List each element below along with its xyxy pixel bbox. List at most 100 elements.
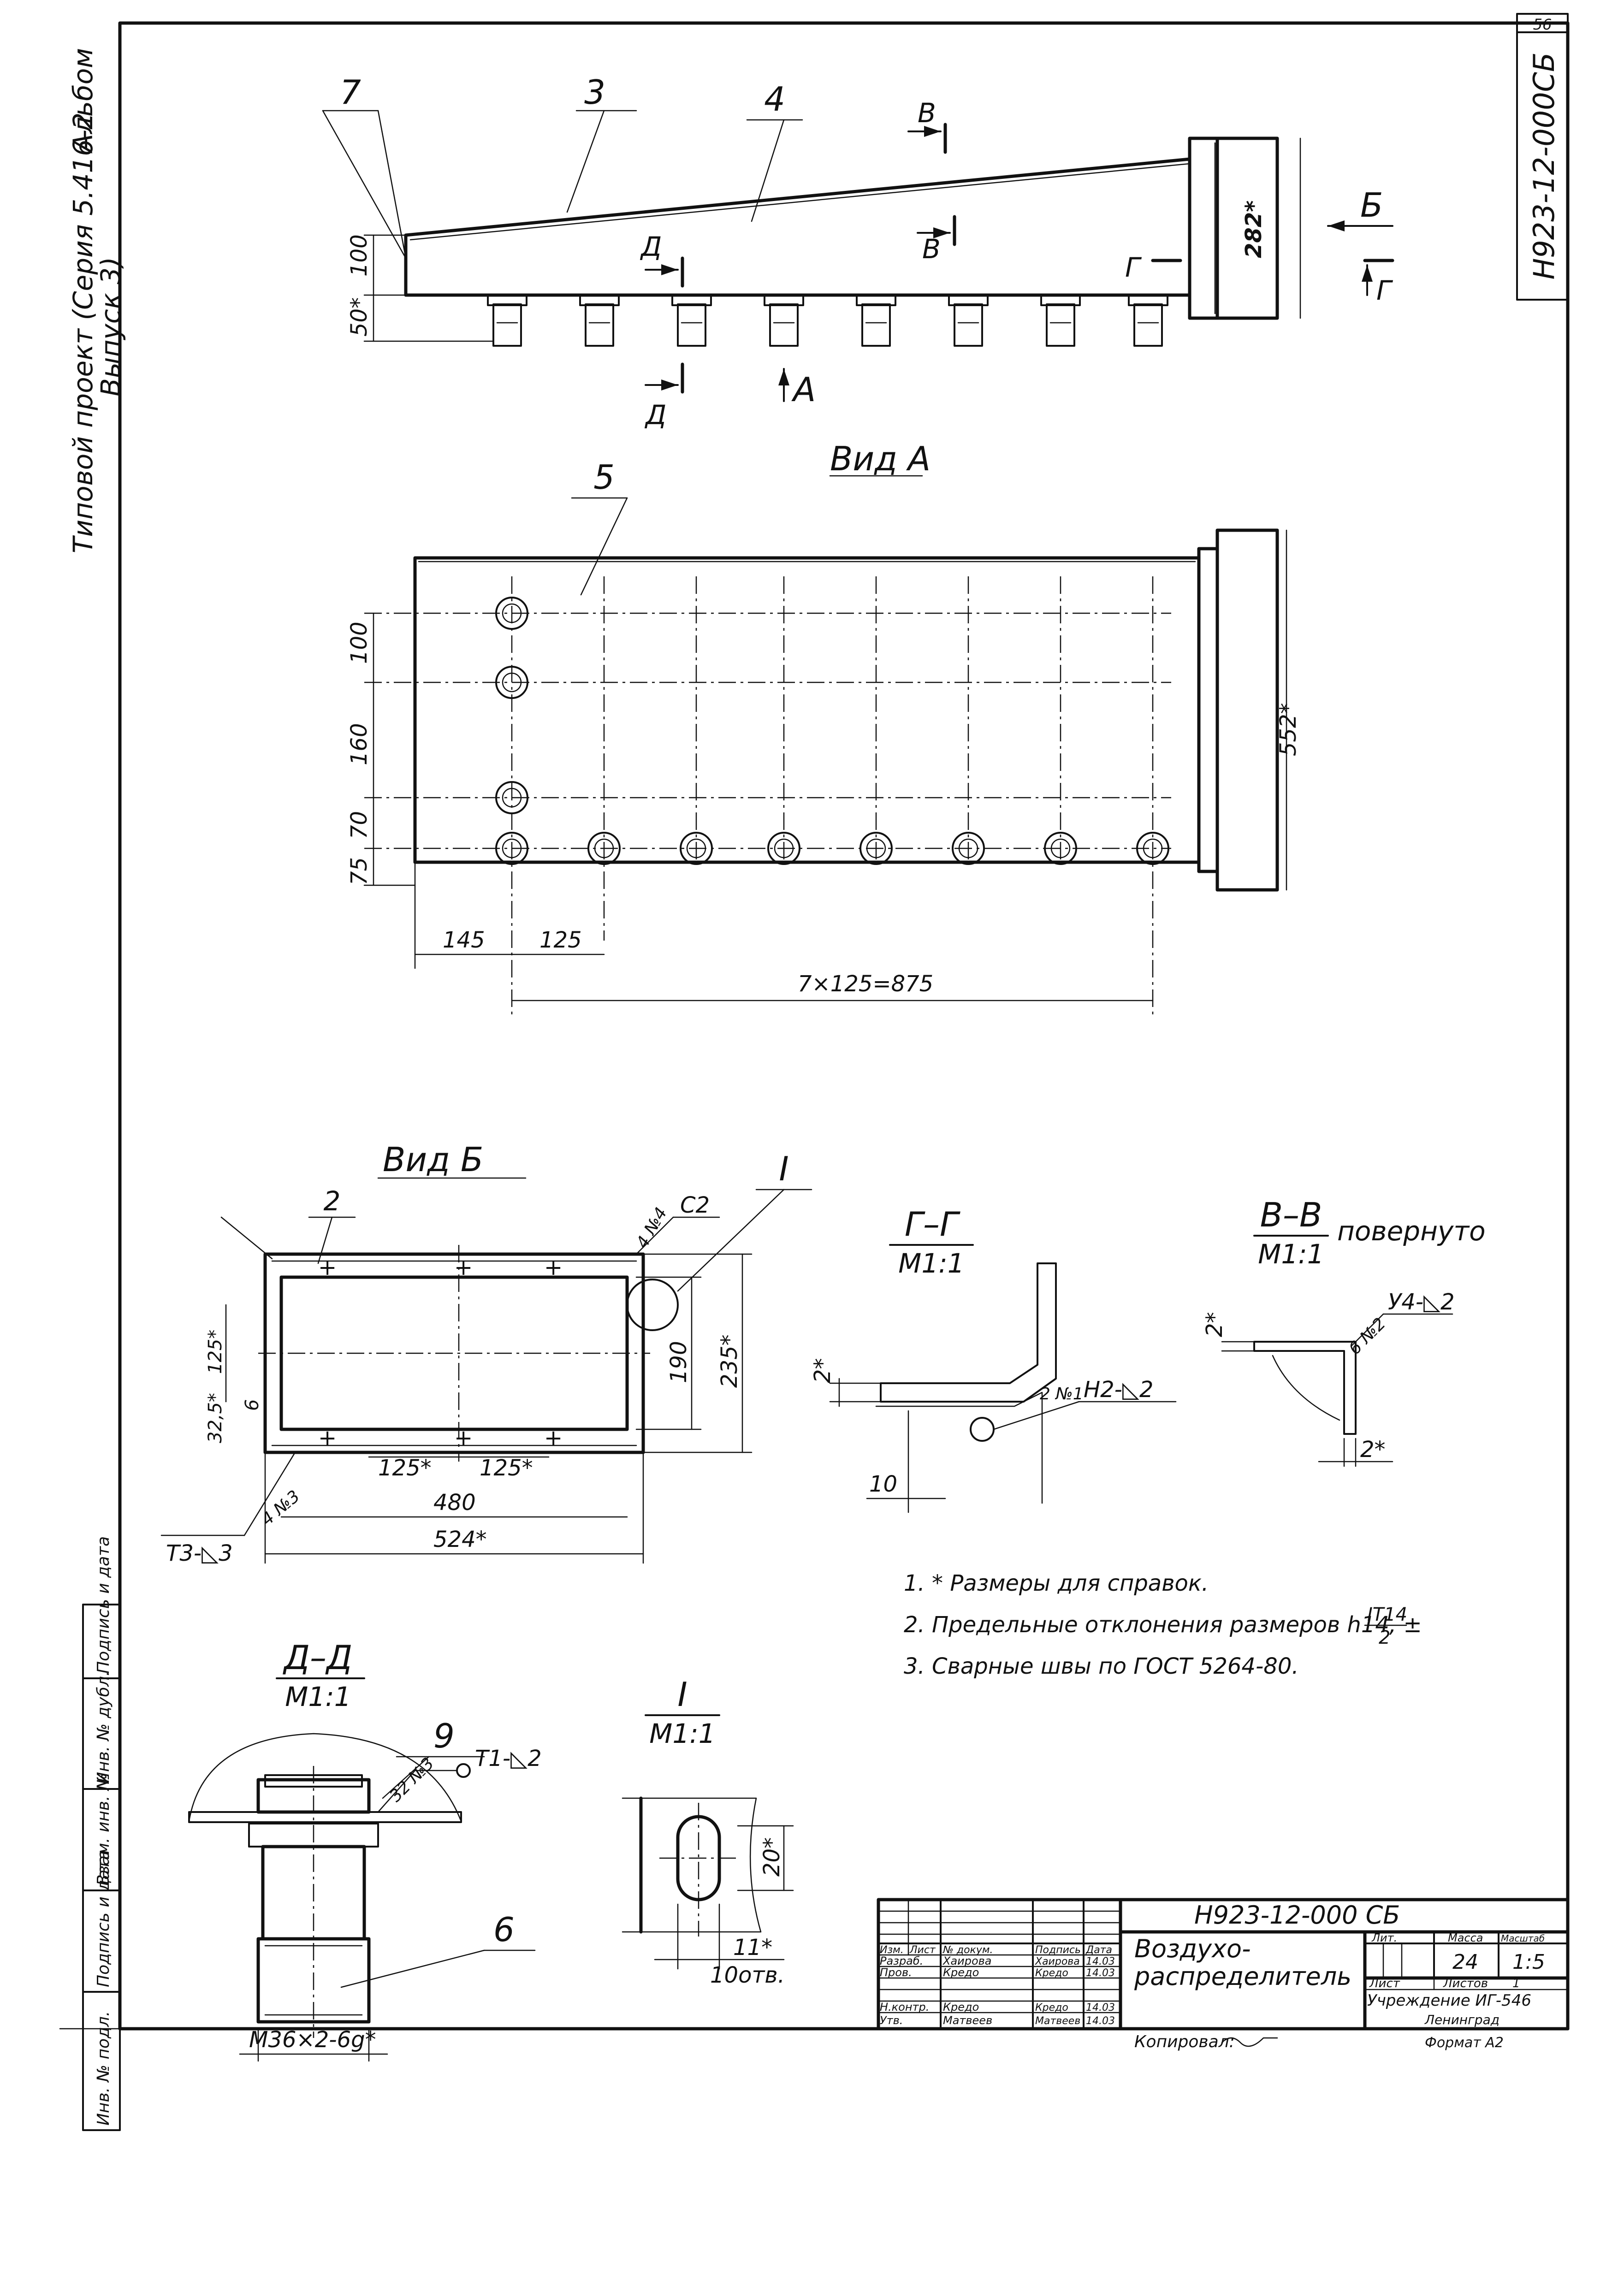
- tb-row0-date: 14.03: [1086, 1956, 1115, 1967]
- mark-b-down: В: [922, 233, 941, 265]
- view-b-callout-i: I: [779, 1149, 788, 1188]
- side-note-line2: Выпуск 3): [95, 257, 126, 397]
- sheet-frame: 56 Н923-12-000СБ: [59, 13, 1570, 2031]
- tb-row0-role: Разраб.: [880, 1954, 923, 1967]
- section-dd-thread: М36×2-6g*: [249, 2027, 376, 2053]
- section-dd-callout-6: 6: [493, 1910, 515, 1949]
- tb-format: Формат А2: [1425, 2035, 1504, 2051]
- note-1: 1. * Размеры для справок.: [904, 1570, 1209, 1596]
- dim-125v-b: 125*: [205, 1330, 226, 1374]
- section-gg-title: Г–Г: [905, 1205, 960, 1244]
- callout-3: 3: [584, 73, 605, 112]
- mark-g: Г: [1125, 252, 1142, 283]
- dim-480-b: 480: [433, 1490, 476, 1516]
- dim-282-main: 282*: [1241, 201, 1267, 258]
- tb-name-line2: распределитель: [1134, 1962, 1351, 1991]
- callout-4: 4: [764, 80, 785, 118]
- strip-inv-dubl: Инв. № дубл.: [94, 1671, 113, 1784]
- tb-org-line2: Ленинград: [1424, 2012, 1500, 2027]
- view-b-title: Вид Б: [383, 1140, 483, 1179]
- section-vv-title: В–В: [1260, 1196, 1322, 1234]
- section-gg-scale: М1:1: [898, 1248, 964, 1279]
- section-gg-weld-num: 2 №1: [1040, 1385, 1084, 1404]
- dim-75-a: 75: [346, 857, 372, 885]
- title-block: Изм. Лист № докум. Подпись Дата Разраб. …: [877, 1898, 1570, 2051]
- note-2-tol-num: IT14: [1367, 1604, 1407, 1625]
- section-dd-weld-num: 32 №3: [386, 1754, 438, 1806]
- view-a-holes: [495, 597, 1169, 865]
- svg-text:+: +: [544, 1425, 563, 1451]
- tb-sheet-label: Лист: [1369, 1977, 1400, 1990]
- svg-text:+: +: [454, 1255, 473, 1280]
- dim-100-main: 100: [346, 234, 372, 277]
- tb-mass-value: 24: [1452, 1950, 1478, 1974]
- section-vv: В–В М1:1 повернуто 6 №2 У4-◺2 2* 2*: [1202, 1196, 1486, 1467]
- note-2: 2. Предельные отклонения размеров h14, ±: [904, 1612, 1422, 1638]
- strip-sign-date-2: Подпись и дата: [94, 1536, 113, 1674]
- side-note-line1: Типовой проект (Серия 5.416-2: [67, 113, 99, 553]
- detail-i-dim-11: 11*: [733, 1935, 772, 1960]
- dim-125b-b: 125*: [480, 1455, 533, 1481]
- dim-190-b: 190: [666, 1341, 692, 1383]
- section-gg: Г–Г М1:1 2 №1 Н2-◺2 2* 10: [810, 1205, 1177, 1513]
- tb-col-date: Дата: [1085, 1944, 1112, 1956]
- tb-col-izm: Изм.: [880, 1944, 904, 1956]
- callout-7: 7: [340, 73, 361, 112]
- section-dd-callout-9: 9: [433, 1717, 455, 1755]
- svg-text:+: +: [544, 1255, 563, 1280]
- svg-text:+: +: [454, 1425, 473, 1451]
- dim-6-b: 6: [242, 1399, 263, 1411]
- tb-row2-role: Н.контр.: [880, 2001, 929, 2014]
- side-note-album: Альбом: [67, 48, 99, 154]
- tb-col-doc: № докум.: [942, 1944, 993, 1956]
- tb-row3-date: 14.03: [1086, 2015, 1115, 2027]
- tb-row1-role: Пров.: [880, 1966, 912, 1979]
- callout-5: 5: [593, 458, 615, 497]
- notes-block: 1. * Размеры для справок. 2. Предельные …: [904, 1570, 1422, 1679]
- tb-row1-sign: Кредо: [1035, 1967, 1068, 1979]
- main-view: 7 3 4 В В Д Д А Г Г Б 100 50*: [322, 73, 1394, 431]
- svg-text:+: +: [318, 1425, 337, 1451]
- tb-org-line1: Учреждение ИГ-546: [1367, 1991, 1531, 2010]
- mark-b-up: В: [918, 97, 936, 129]
- section-vv-dim-2b: 2*: [1360, 1437, 1386, 1463]
- tb-lit-label: Лит.: [1371, 1931, 1397, 1944]
- tb-sheets-value: 1: [1512, 1977, 1520, 1990]
- tb-row2-sign: Кредо: [1035, 2002, 1068, 2014]
- tb-row0-sign: Хаирова: [1035, 1956, 1080, 1967]
- dim-125a-b: 125*: [378, 1455, 432, 1481]
- section-dd-weld-code: Т1-◺2: [475, 1746, 542, 1771]
- dim-875-a: 7×125=875: [798, 971, 933, 997]
- view-b-weld-code2: Т3-◺3: [166, 1540, 233, 1566]
- section-vv-dim-2a: 2*: [1202, 1312, 1227, 1337]
- section-gg-dim-2: 2*: [810, 1358, 836, 1383]
- section-gg-weld-code: Н2-◺2: [1084, 1377, 1153, 1403]
- svg-text:+: +: [318, 1255, 337, 1280]
- view-b: Вид Б + + + + + + I 2 4 №4 С2 4 №3 Т3-◺3…: [160, 1140, 812, 1566]
- mark-g2: Г: [1376, 275, 1393, 306]
- strip-vzam-inv: Взам. инв. №: [94, 1773, 113, 1886]
- mark-view-b: Б: [1360, 186, 1383, 225]
- detail-i-holes: 10отв.: [710, 1962, 785, 1988]
- dim-552-a: 552*: [1275, 703, 1301, 756]
- tb-col-sign: Подпись: [1035, 1944, 1081, 1956]
- view-b-weld-num: 4 №4: [633, 1204, 671, 1252]
- section-vv-weld-code: У4-◺2: [1388, 1289, 1455, 1315]
- tb-row3-name: Матвеев: [943, 2014, 992, 2027]
- dim-70-a: 70: [346, 811, 372, 839]
- dim-100-a: 100: [346, 622, 372, 664]
- tb-row2-name: Кредо: [943, 2001, 979, 2014]
- detail-i-title: I: [677, 1675, 687, 1714]
- section-dd-title: Д–Д: [283, 1638, 353, 1677]
- detail-i-scale: М1:1: [649, 1718, 715, 1749]
- sheet-number: 56: [1533, 16, 1552, 33]
- tb-row1-date: 14.03: [1086, 1967, 1115, 1979]
- dim-160-a: 160: [346, 723, 372, 765]
- view-a-title: Вид А: [830, 439, 931, 478]
- arrow-a-label: А: [791, 370, 816, 409]
- section-vv-weld-num: 6 №2: [1345, 1314, 1389, 1358]
- view-b-weld-code: С2: [680, 1192, 710, 1218]
- view-b-callout-2: 2: [324, 1185, 341, 1217]
- tb-copied: Копировал:: [1134, 2032, 1235, 2051]
- detail-i-dim-20: 20*: [759, 1837, 785, 1877]
